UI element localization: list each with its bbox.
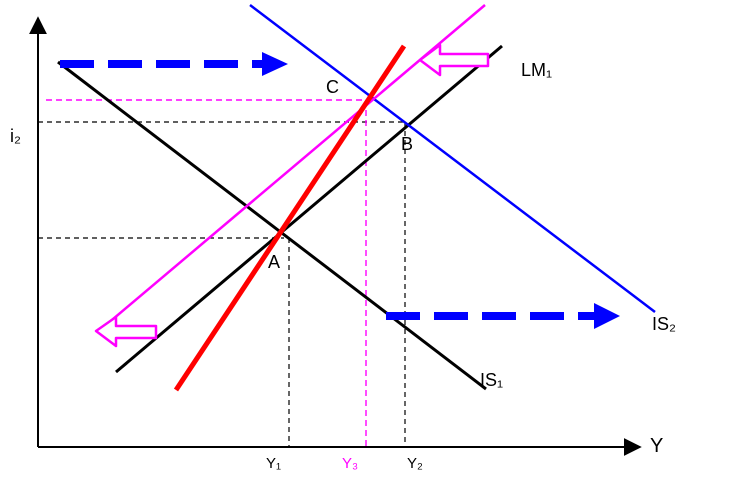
point-b-label: B xyxy=(401,134,413,154)
x-tick-y2: Y₂ xyxy=(407,455,423,472)
hollow-arrow-lower xyxy=(94,315,158,348)
curve-label-is2: IS₂ xyxy=(652,314,676,334)
point-c-label: C xyxy=(326,77,339,97)
point-a-label: A xyxy=(268,252,280,272)
x-tick-y1: Y₁ xyxy=(266,455,281,472)
shift-arrow-bottom xyxy=(386,303,620,329)
is2-curve xyxy=(249,4,656,313)
hollow-arrow-upper xyxy=(418,43,490,77)
is1-curve xyxy=(57,60,487,391)
curve-label-lm1: LM₁ xyxy=(521,60,552,80)
lm1-curve xyxy=(115,44,503,374)
red-steep-curve xyxy=(173,44,407,392)
curve-label-is1: IS₁ xyxy=(480,370,503,390)
x-tick-y3: Y₃ xyxy=(342,455,358,472)
y-axis-tick-i2: i₂ xyxy=(10,126,21,146)
x-axis-title: Y xyxy=(650,435,663,457)
shift-arrow-top xyxy=(60,52,288,76)
